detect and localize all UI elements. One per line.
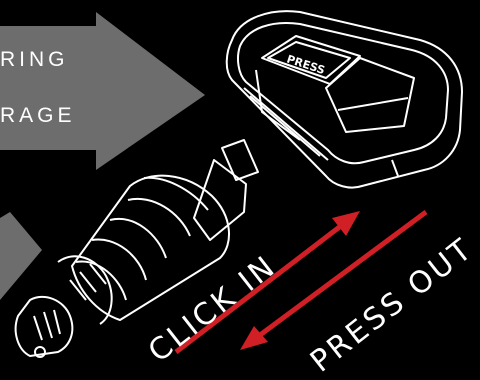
tpms-sensor-illustration (227, 11, 462, 187)
sensor-press-button-label: PRESS (285, 52, 327, 77)
gray-arrow-small (0, 212, 42, 300)
arrow-text-line-2: RAGE (0, 104, 76, 128)
valve-stem-illustration (16, 140, 258, 357)
gray-arrow-large (0, 12, 205, 170)
arrow-text-line-1: RING (0, 48, 69, 72)
